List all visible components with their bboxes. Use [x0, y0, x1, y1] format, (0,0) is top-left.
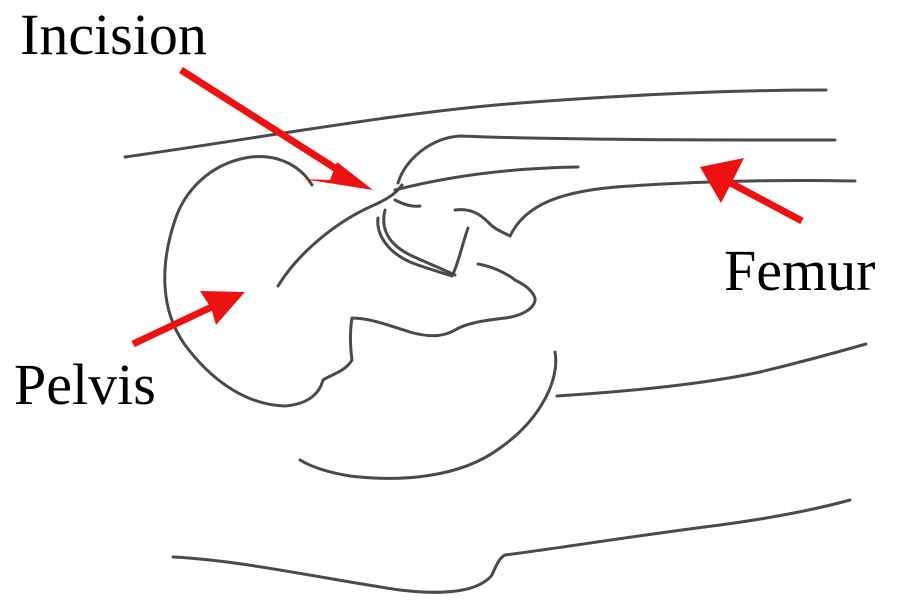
femur-lower-edge	[510, 181, 855, 236]
lower-skin-contour	[173, 500, 850, 592]
pelvis-label: Pelvis	[14, 356, 156, 414]
femoral-head-notch	[395, 200, 420, 206]
femur-label: Femur	[724, 242, 875, 300]
incision-line	[278, 185, 402, 286]
femoral-head-fragment	[455, 210, 510, 236]
thigh-contour	[557, 344, 866, 396]
femur-neck-line	[395, 167, 578, 190]
pelvis-outline	[165, 157, 535, 406]
incision-label: Incision	[20, 6, 207, 64]
pelvis-arrow	[133, 291, 245, 344]
sketch-lines	[125, 90, 866, 592]
femur-arrow	[700, 158, 802, 221]
acetabular-rim-inner	[378, 218, 468, 276]
